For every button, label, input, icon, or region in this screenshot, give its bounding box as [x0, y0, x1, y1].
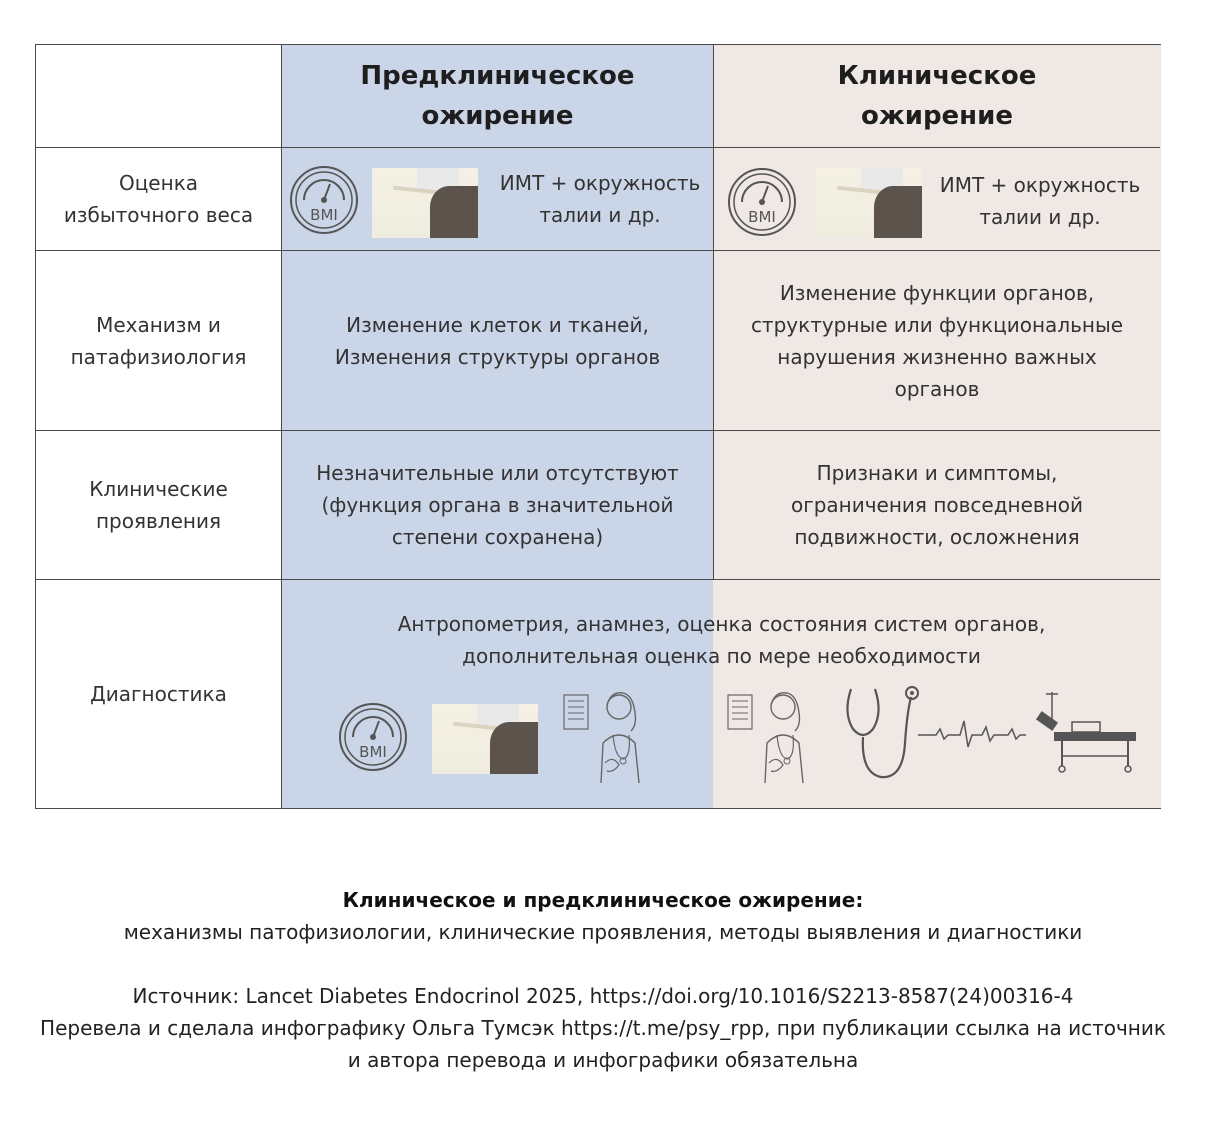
- grid-line: [281, 45, 283, 808]
- preclinical-column-bg: [282, 45, 713, 808]
- footer-subtitle: механизмы патофизиологии, клинические пр…: [123, 920, 1083, 944]
- doctor-icon: [563, 692, 640, 784]
- ecg-icon: [918, 720, 1026, 748]
- grid-line: [36, 147, 1160, 149]
- grid-line: [36, 579, 1160, 581]
- waist-measure-photo: [372, 168, 478, 238]
- clinical-column-bg: [713, 45, 1161, 808]
- mechanism-clinical-text: Изменение функции органов, структурные и…: [750, 280, 1124, 401]
- doctor-icon: [727, 692, 804, 784]
- footer-title: Клиническое и предклиническое ожирение:: [342, 888, 864, 912]
- header-clinical: Клиническое ожирение: [837, 61, 1037, 131]
- hospital-bed-icon: [1035, 692, 1136, 773]
- diagnostics-shared-text: Антропометрия, анамнез, оценка состояния…: [397, 612, 1046, 668]
- row-label-weight: Оценка избыточного веса: [63, 171, 254, 227]
- row-label-diagnostics: Диагностика: [90, 682, 227, 706]
- mechanism-preclinical-text: Изменение клеток и тканей, Изменения стр…: [334, 312, 661, 369]
- row-label-mechanism: Механизм и патафизиология: [70, 312, 247, 369]
- grid-line: [713, 45, 715, 580]
- grid-line: [36, 430, 1160, 432]
- comparison-table: Предклиническое ожирение Клиническое ожи…: [35, 44, 1161, 809]
- grid-line: [36, 250, 1160, 252]
- footer-credit-line-2: и автора перевода и инфографики обязател…: [347, 1048, 859, 1072]
- waist-measure-photo: [816, 168, 922, 238]
- header-preclinical: Предклиническое ожирение: [360, 61, 635, 131]
- clinical-clinical-text: Признаки и симптомы, ограничения повседн…: [790, 461, 1084, 549]
- svg-text:BMI: BMI: [748, 208, 776, 226]
- bmi-gauge-icon: BMI: [339, 703, 407, 771]
- weight-clinical-text: ИМТ + окружность талии и др.: [939, 173, 1141, 229]
- footer-source: Источник: Lancet Diabetes Endocrinol 202…: [132, 984, 1074, 1008]
- stethoscope-icon: [846, 686, 919, 779]
- bmi-gauge-icon: BMI: [728, 168, 796, 236]
- svg-text:BMI: BMI: [310, 206, 338, 224]
- bmi-gauge-icon: BMI: [290, 166, 358, 234]
- weight-preclinical-text: ИМТ + окружность талии и др.: [499, 171, 701, 227]
- clinical-preclinical-text: Незначительные или отсутствуют (функция …: [316, 461, 679, 549]
- waist-measure-photo: [432, 704, 538, 774]
- row-label-clinical: Клинические проявления: [89, 477, 228, 533]
- svg-text:BMI: BMI: [359, 743, 387, 761]
- footer-credit-line-1: Перевела и сделала инфографику Ольга Тум…: [40, 1016, 1166, 1040]
